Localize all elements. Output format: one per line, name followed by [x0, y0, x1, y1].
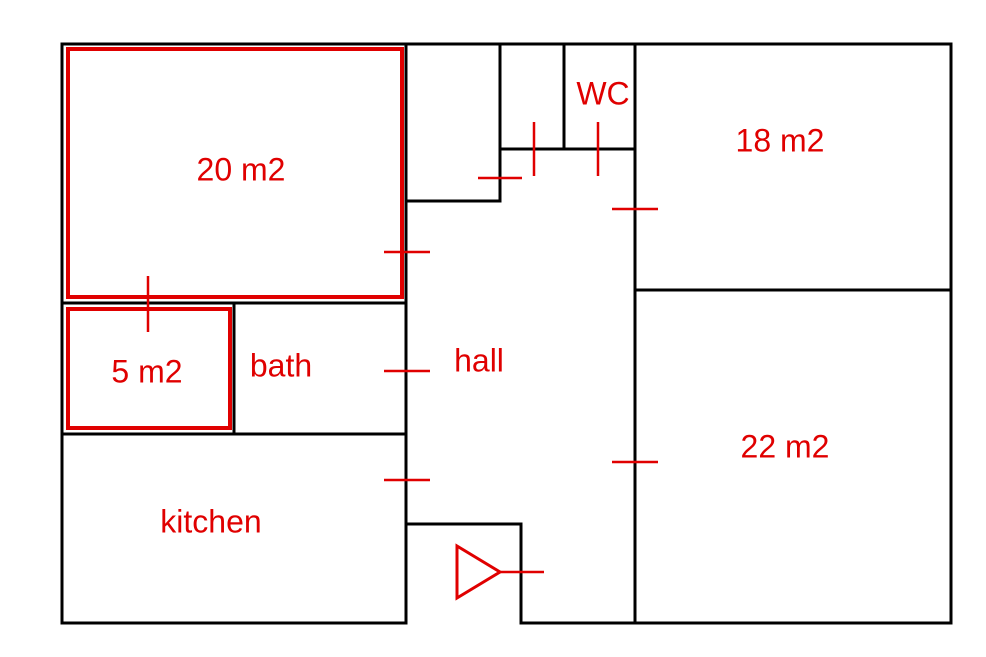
outer-wall [60, 42, 953, 625]
label-room-20: 20 m2 [197, 151, 286, 187]
label-kitchen: kitchen [160, 503, 261, 539]
triangle-entrance-icon [455, 543, 503, 601]
interior-walls [60, 42, 953, 625]
label-room-5: 5 m2 [111, 353, 182, 389]
label-bath: bath [250, 347, 312, 383]
label-wc: WC [576, 75, 629, 111]
label-room-22: 22 m2 [741, 428, 830, 464]
wall-closet [404, 42, 502, 203]
label-hall: hall [454, 342, 504, 378]
doors [146, 122, 658, 574]
room-labels: 20 m2 5 m2 bath hall WC 18 m2 22 m2 kitc… [111, 75, 829, 539]
label-room-18: 18 m2 [736, 122, 825, 158]
highlight-room-20 [66, 47, 404, 299]
